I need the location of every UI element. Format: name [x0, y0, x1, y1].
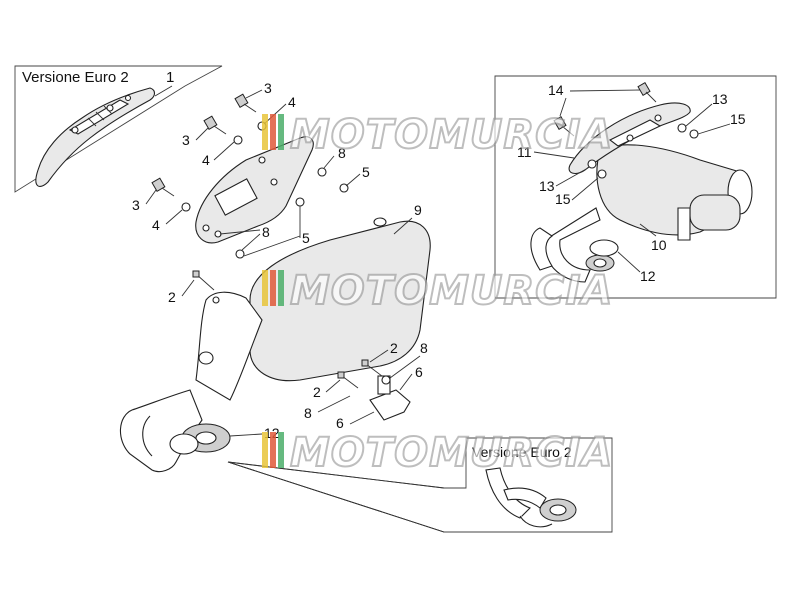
bolt-part-14: [553, 81, 657, 137]
callout-5-top: 5: [362, 164, 370, 180]
callout-12-inset: 12: [640, 268, 656, 284]
watermark-text: MOTOMURCIA: [290, 268, 613, 314]
watermark-text: MOTOMURCIA: [290, 112, 613, 158]
inset-alt-version-top-right: 14 13 15 11 13 15 10 12: [494, 75, 777, 299]
callout-13: 13: [712, 91, 728, 107]
callout-3-low: 3: [132, 197, 140, 213]
callout-14: 14: [548, 82, 564, 98]
inset-euro2-bottom-right: Versione Euro 2: [227, 437, 613, 533]
callout-2-left: 2: [168, 289, 176, 305]
callout-15: 15: [730, 111, 746, 127]
bolt-part-3: [151, 93, 257, 197]
callout-8-top: 8: [338, 145, 346, 161]
callout-2-right: 2: [390, 340, 398, 356]
watermark-top: MOTOMURCIA: [262, 111, 613, 159]
watermark-text: MOTOMURCIA: [290, 430, 613, 476]
callout-3-mid: 3: [182, 132, 190, 148]
callout-2-mid: 2: [313, 384, 321, 400]
washer-part-4: [233, 135, 243, 145]
muffler-part-10: [530, 144, 753, 283]
inset-title: Versione Euro 2: [22, 69, 129, 86]
bolt-part-2: [192, 270, 383, 389]
callout-9: 9: [414, 202, 422, 218]
muffler-part-9: [119, 217, 431, 473]
callout-1: 1: [166, 69, 174, 86]
washer-part-8: [317, 167, 327, 177]
callout-3-top: 3: [264, 80, 272, 96]
callout-4-low: 4: [152, 217, 160, 233]
mounting-plate: [195, 136, 314, 244]
heat-shield-part-1: [35, 87, 156, 188]
callout-8-mid: 8: [262, 224, 270, 240]
callout-8-right: 8: [420, 340, 428, 356]
callout-11: 11: [517, 144, 532, 160]
callout-8-low: 8: [304, 405, 312, 421]
callout-4-top: 4: [288, 94, 296, 110]
callout-6-low: 6: [336, 415, 344, 431]
inset-euro2-top-left: Versione Euro 2 1: [14, 65, 223, 193]
inset-title-bottom: Versione Euro 2: [472, 444, 572, 460]
callout-15-lower: 15: [555, 191, 571, 207]
watermark-bottom: MOTOMURCIA: [262, 429, 613, 477]
callout-5-mid: 5: [302, 230, 310, 246]
callout-13-lower: 13: [539, 178, 555, 194]
heat-shield-part-11: [568, 102, 691, 174]
watermark-stripe: [262, 114, 268, 150]
callout-10: 10: [651, 237, 667, 253]
bracket-part-6: [369, 389, 411, 421]
callout-4-mid: 4: [202, 152, 210, 168]
watermark-middle: MOTOMURCIA: [262, 267, 613, 315]
callout-6-right: 6: [415, 364, 423, 380]
